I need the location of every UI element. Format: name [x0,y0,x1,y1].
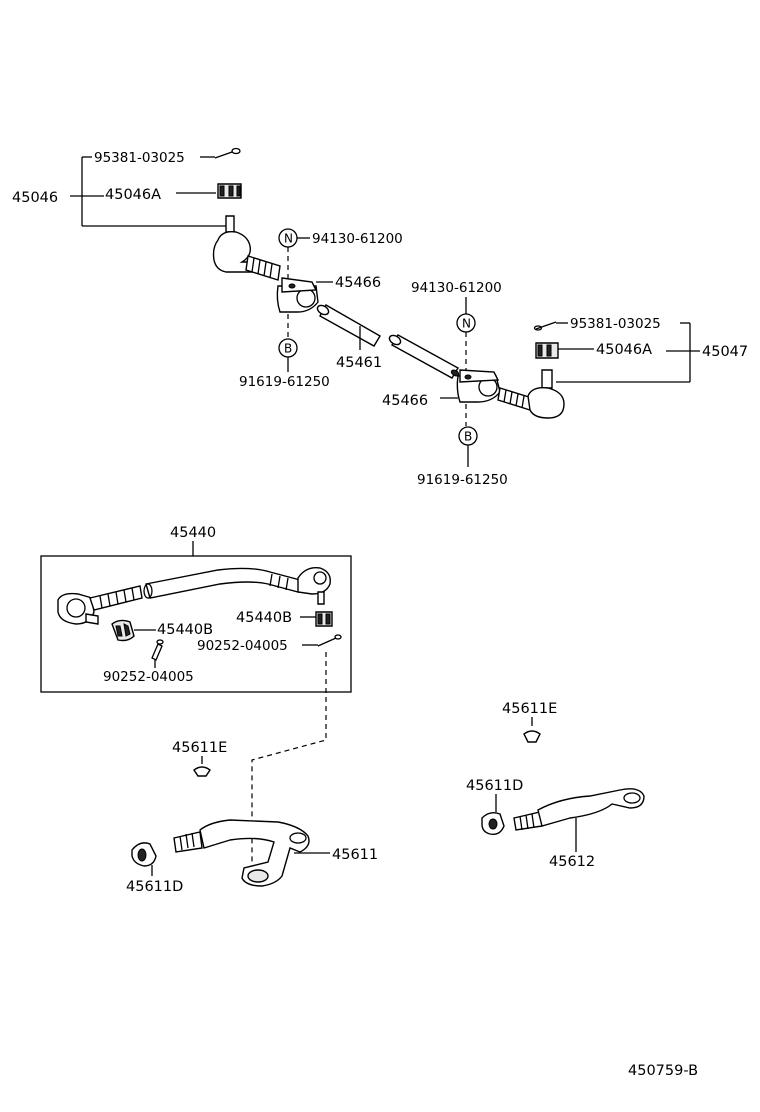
idler-left-grease-fitting-drawing [193,766,211,777]
idler-right-grease-fitting-drawing [523,730,541,743]
left-cotter-pin-drawing [214,147,241,159]
left-nut-number: 45046A [105,187,161,203]
left-tie-rod-end-drawing [212,215,281,281]
relay-nut-right-number: 45440B [236,610,292,626]
right-nut-number: 45046A [596,342,652,358]
relay-nut-left-number: 45440B [157,622,213,638]
idler-left-arm-drawing [173,819,310,887]
relay-pin-left-number: 90252-04005 [103,669,194,685]
right-end-assembly-number: 45047 [702,344,748,360]
relay-cotter-pin-left-drawing [151,639,164,661]
right-clamp-bolt-marker: B [464,430,472,444]
relay-pin-right-number: 90252-04005 [197,638,288,654]
right-end-bracket [556,322,700,383]
idler-left-arm-number: 45611 [332,847,378,863]
idler-left-grease-number: 45611E [172,740,227,756]
relay-rod-number: 45440 [170,525,216,541]
idler-right-arm-number: 45612 [549,854,595,870]
right-clamp-number: 45466 [382,393,428,409]
idler-right-bushing-number: 45611D [466,778,523,794]
right-cotter-pin-drawing [533,321,557,331]
relay-to-idler-dashed-link [251,652,327,872]
right-clamp-nut-number: 94130-61200 [411,280,502,296]
relay-castle-nut-left-drawing [111,619,135,642]
right-clamp-drawing [456,369,501,403]
left-clamp-nut-marker: N [284,232,293,246]
idler-left-bushing-number: 45611D [126,879,183,895]
right-clamp-bolt-number: 91619-61250 [417,472,508,488]
relay-castle-nut-right-drawing [315,611,333,627]
relay-rod-box [40,555,352,693]
tube-number: 45461 [336,355,382,371]
right-castle-nut-drawing [535,342,559,359]
right-clamp-nut-marker: N [462,317,471,331]
relay-cotter-pin-right-drawing [317,634,342,647]
left-clamp-number: 45466 [335,275,381,291]
idler-right-grease-number: 45611E [502,701,557,717]
left-end-assembly-number: 45046 [12,190,58,206]
left-clamp-bolt-marker: B [284,342,292,356]
left-castle-nut-drawing [217,183,242,199]
idler-right-arm-drawing [513,788,645,831]
idler-right-bushing-drawing [481,811,505,836]
left-cotter-pin-number: 95381-03025 [94,150,185,166]
left-clamp-bolt-number: 91619-61250 [239,374,330,390]
left-clamp-drawing [276,277,319,313]
idler-left-bushing-drawing [131,842,157,867]
adjusting-tube-drawing [316,304,460,379]
left-clamp-nut-number: 94130-61200 [312,231,403,247]
right-tie-rod-end-drawing [497,369,565,419]
left-end-bracket [70,156,230,227]
diagram-code: 450759-B [628,1063,698,1079]
relay-rod-drawing [57,567,331,625]
right-cotter-pin-number: 95381-03025 [570,316,661,332]
